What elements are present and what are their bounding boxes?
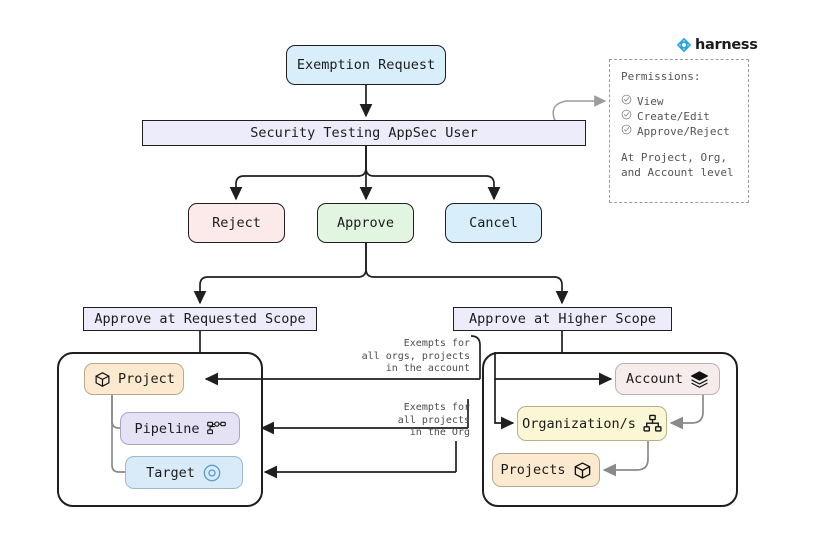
node-target[interactable]: Target bbox=[125, 456, 243, 489]
node-approve[interactable]: Approve bbox=[317, 203, 414, 243]
node-approve-at-requested-scope[interactable]: Approve at Requested Scope bbox=[83, 307, 317, 331]
node-project[interactable]: Project bbox=[84, 363, 184, 395]
node-label: Approve at Higher Scope bbox=[469, 311, 656, 327]
node-exemption-request[interactable]: Exemption Request bbox=[286, 45, 446, 85]
edge-label-org-exempt: Exempts for all projects in the Org bbox=[397, 402, 470, 438]
cube-icon bbox=[573, 461, 592, 480]
layers-icon bbox=[690, 370, 709, 389]
node-label: Account bbox=[626, 371, 683, 387]
node-label: Cancel bbox=[469, 215, 518, 231]
cube-icon bbox=[94, 371, 111, 388]
node-label: Pipeline bbox=[134, 420, 200, 437]
node-label: Reject bbox=[212, 215, 261, 231]
node-projects[interactable]: Projects bbox=[492, 453, 600, 487]
node-label: Projects bbox=[500, 462, 566, 478]
harness-wordmark: harness bbox=[695, 37, 758, 53]
permission-label: View bbox=[637, 95, 664, 108]
requested-scope-group bbox=[57, 352, 263, 507]
harness-logo: harness bbox=[676, 37, 758, 53]
higher-scope-group bbox=[482, 352, 738, 507]
pipeline-icon bbox=[206, 420, 226, 437]
permissions-footer: At Project, Org, and Account level bbox=[621, 151, 734, 179]
node-label: Security Testing AppSec User bbox=[250, 125, 478, 141]
permission-label: Approve/Reject bbox=[637, 125, 730, 138]
node-reject[interactable]: Reject bbox=[188, 203, 285, 243]
permission-item-create-edit: Create/Edit bbox=[621, 109, 748, 124]
permission-item-view: View bbox=[621, 94, 748, 109]
target-icon bbox=[202, 463, 222, 483]
permissions-title: Permissions: bbox=[621, 70, 701, 83]
permission-item-approve-reject: Approve/Reject bbox=[621, 124, 748, 139]
node-approve-at-higher-scope[interactable]: Approve at Higher Scope bbox=[453, 307, 672, 331]
check-circle-icon bbox=[621, 109, 632, 124]
check-circle-icon bbox=[621, 94, 632, 109]
node-label: Target bbox=[146, 464, 195, 481]
node-label: Project bbox=[118, 371, 175, 387]
node-label: Approve at Requested Scope bbox=[94, 311, 306, 327]
node-pipeline[interactable]: Pipeline bbox=[120, 412, 240, 445]
node-label: Exemption Request bbox=[296, 57, 436, 73]
permission-label: Create/Edit bbox=[637, 110, 710, 123]
node-cancel[interactable]: Cancel bbox=[445, 203, 542, 243]
harness-diamond-icon bbox=[676, 37, 692, 53]
node-account[interactable]: Account bbox=[615, 363, 720, 395]
node-organizations[interactable]: Organization/s bbox=[517, 406, 667, 441]
permissions-panel: Permissions: View Create/Edit bbox=[609, 59, 749, 203]
node-label: Organization/s bbox=[522, 415, 636, 432]
check-circle-icon bbox=[621, 124, 632, 139]
node-security-testing-appsec-user[interactable]: Security Testing AppSec User bbox=[142, 120, 586, 146]
node-label: Approve bbox=[337, 215, 394, 231]
sitemap-icon bbox=[643, 414, 662, 433]
edge-label-account-exempt: Exempts for all orgs, projects in the ac… bbox=[361, 338, 470, 374]
